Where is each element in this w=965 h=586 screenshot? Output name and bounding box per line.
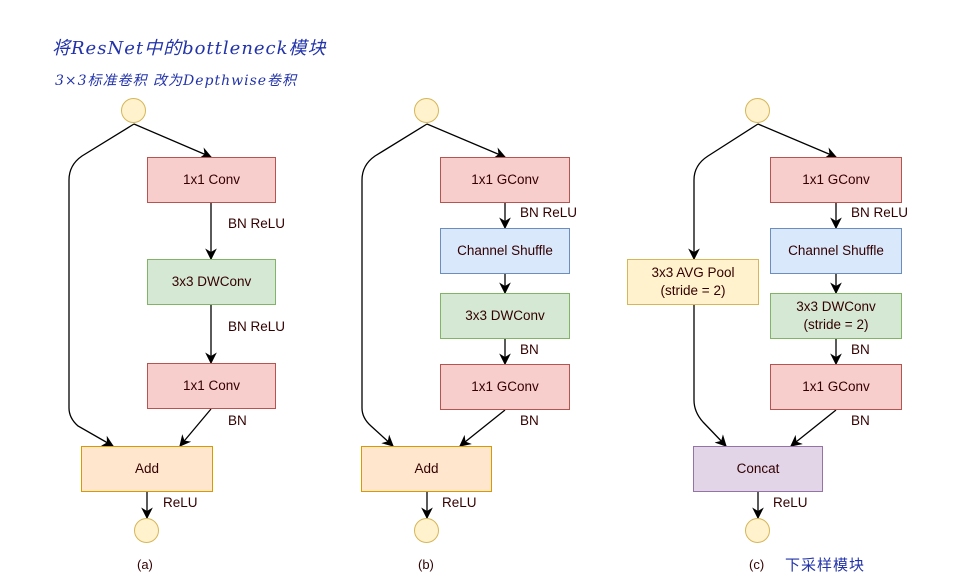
label-a-2: BN ReLU	[228, 319, 286, 334]
conv1-box-c: 1x1 GConv	[770, 157, 902, 203]
input-node-b	[414, 98, 439, 123]
edge-c-conv2-to-concat	[790, 409, 837, 447]
shuffle-box-b: Channel Shuffle	[440, 228, 570, 274]
input-node-a	[121, 98, 146, 123]
output-node-b	[414, 518, 439, 543]
annotation-title: 将ResNet中的bottleneck模块	[52, 38, 327, 59]
conv2-box-a: 1x1 Conv	[147, 363, 276, 409]
annotation-downsample: 下采样模块	[785, 556, 866, 574]
dwconv-box-b: 3x3 DWConv	[440, 293, 570, 339]
edge-a-input-to-conv1	[133, 123, 213, 159]
label-a-1: BN ReLU	[228, 216, 286, 231]
input-node-c	[745, 98, 770, 123]
edge-b-conv2-to-add	[459, 409, 506, 447]
edge-b-input-to-conv1	[426, 123, 507, 159]
edge-c-input-to-conv1	[757, 123, 838, 159]
edge-b-shortcut	[361, 123, 428, 447]
dwconv-box-a: 3x3 DWConv	[147, 259, 276, 305]
conv2-box-b: 1x1 GConv	[440, 364, 570, 410]
output-node-a	[134, 518, 159, 543]
caption-a: (a)	[137, 557, 153, 572]
conv1-box-a: 1x1 Conv	[147, 157, 276, 203]
label-b-1: BN ReLU	[520, 205, 578, 220]
conv2-box-c: 1x1 GConv	[770, 364, 902, 410]
label-c-1: BN ReLU	[851, 205, 909, 220]
edge-a-conv2-to-add	[179, 408, 212, 447]
edge-c-input-to-pool	[688, 123, 759, 261]
avgpool-box-c: 3x3 AVG Pool (stride = 2)	[627, 259, 759, 305]
caption-b: (b)	[418, 557, 434, 572]
dwconv-box-c: 3x3 DWConv (stride = 2)	[770, 293, 902, 339]
label-a-3: BN	[228, 413, 247, 428]
label-b-2: BN	[520, 342, 539, 357]
label-b-3: BN	[520, 413, 539, 428]
edge-a-shortcut	[68, 123, 135, 447]
output-node-c	[745, 518, 770, 543]
annotation-subtitle: 3×3标准卷积 改为Depthwise卷积	[55, 73, 298, 89]
conv1-box-b: 1x1 GConv	[440, 157, 570, 203]
add-box-a: Add	[81, 446, 213, 492]
label-a-4: ReLU	[163, 495, 198, 510]
caption-c: (c)	[749, 557, 765, 572]
label-c-4: ReLU	[773, 495, 808, 510]
label-b-4: ReLU	[442, 495, 477, 510]
add-box-b: Add	[361, 446, 492, 492]
label-c-3: BN	[851, 413, 870, 428]
label-c-2: BN	[851, 342, 870, 357]
edge-c-pool-to-concat	[693, 305, 727, 447]
shuffle-box-c: Channel Shuffle	[770, 228, 902, 274]
concat-box-c: Concat	[693, 446, 823, 492]
